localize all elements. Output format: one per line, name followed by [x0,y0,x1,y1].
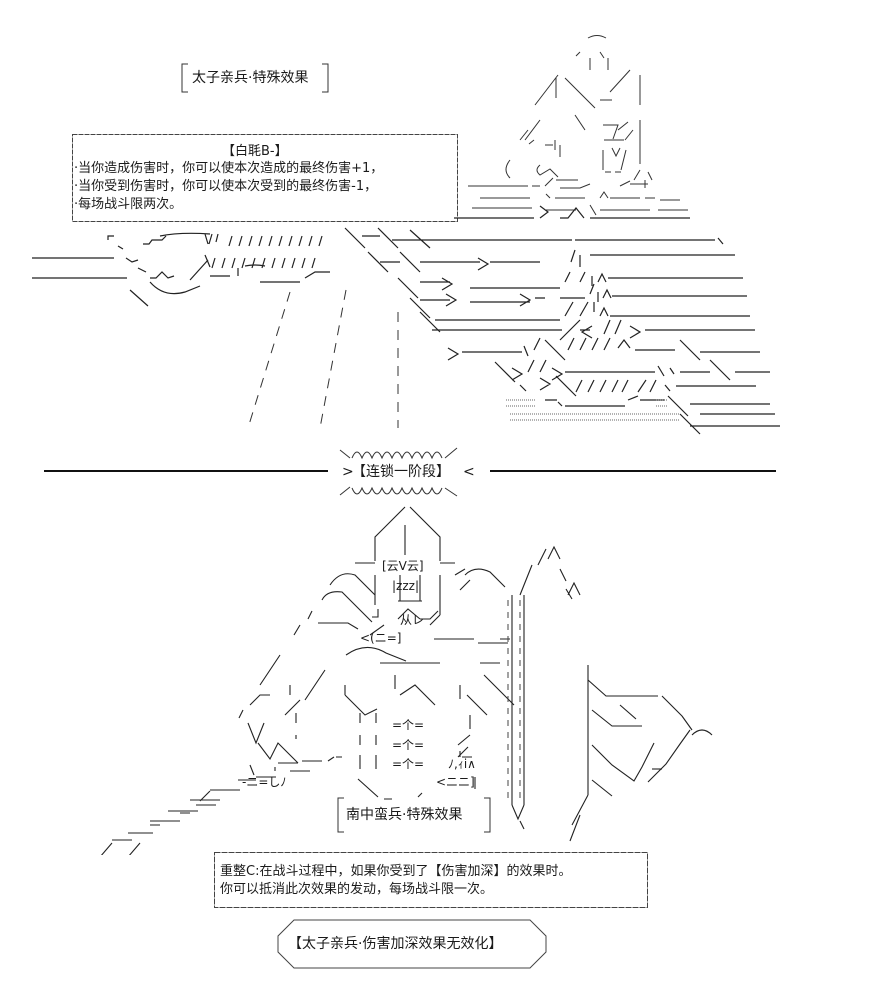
ascii-armor-2: =个= [392,738,425,752]
bracket-frame-icon [181,63,329,93]
bottom-title-text: 南中蛮兵·特殊效果 [346,807,463,823]
divider-label: 【连锁一阶段】 [352,464,450,480]
ascii-face-top: [云V云] [382,559,424,573]
ascii-armor-3: =个= [392,757,425,771]
top-title-bracket: 太子亲兵·特殊效果 [180,62,330,94]
top-skill-box: 【白毦B-】 ·当你造成伤害时，你可以使本次造成的最终伤害+1， ·当你受到伤害… [72,134,458,222]
skill-line-1: 重整C:在战斗过程中，如果你受到了【伤害加深】的效果时。 [220,864,572,879]
skill-box-frame [214,852,648,908]
ascii-knee: -ニ=しﾉ [242,775,287,789]
ascii-boot: <ニニ] [436,775,475,789]
burst-frame-icon [339,447,458,497]
result-banner-text: 【太子亲兵·伤害加深效果无效化】 [288,936,503,952]
skill-heading: 【白毦B-】 [222,144,288,159]
ascii-hand: ﾉ,ｨi∧ [448,757,476,771]
divider-left-arrow: > [342,464,354,480]
skill-line-2: 你可以抵消此次效果的发动，每场战斗限一次。 [220,882,494,897]
skill-box-frame [72,134,458,222]
top-title-text: 太子亲兵·特殊效果 [192,70,309,86]
bottom-title-bracket: 南中蛮兵·特殊效果 [336,796,492,834]
ascii-mouth: 从レ [400,613,425,627]
ascii-armor-1: =个= [392,718,425,732]
skill-line-1: ·当你造成伤害时，你可以使本次造成的最终伤害+1， [74,161,384,176]
result-banner: 【太子亲兵·伤害加深效果无效化】 [274,918,550,970]
bottom-warrior-ascii-art [100,506,713,855]
divider-line-right [490,470,776,472]
ascii-face-mid: |zzz| [392,579,419,593]
divider-right-arrow: < [463,464,475,480]
chain-stage-divider: > 【连锁一阶段】 < [0,440,879,500]
top-warrior-ascii-art [32,35,780,435]
divider-line-left [44,470,328,472]
bracket-frame-icon [337,797,491,833]
skill-line-2: ·当你受到伤害时，你可以使本次受到的最终伤害-1， [74,179,378,194]
skill-line-3: ·每场战斗限两次。 [74,197,183,212]
bottom-skill-box: 重整C:在战斗过程中，如果你受到了【伤害加深】的效果时。 你可以抵消此次效果的发… [214,852,648,908]
ascii-chin: <(ニ=] [360,631,402,645]
octagon-frame-icon [277,919,547,969]
